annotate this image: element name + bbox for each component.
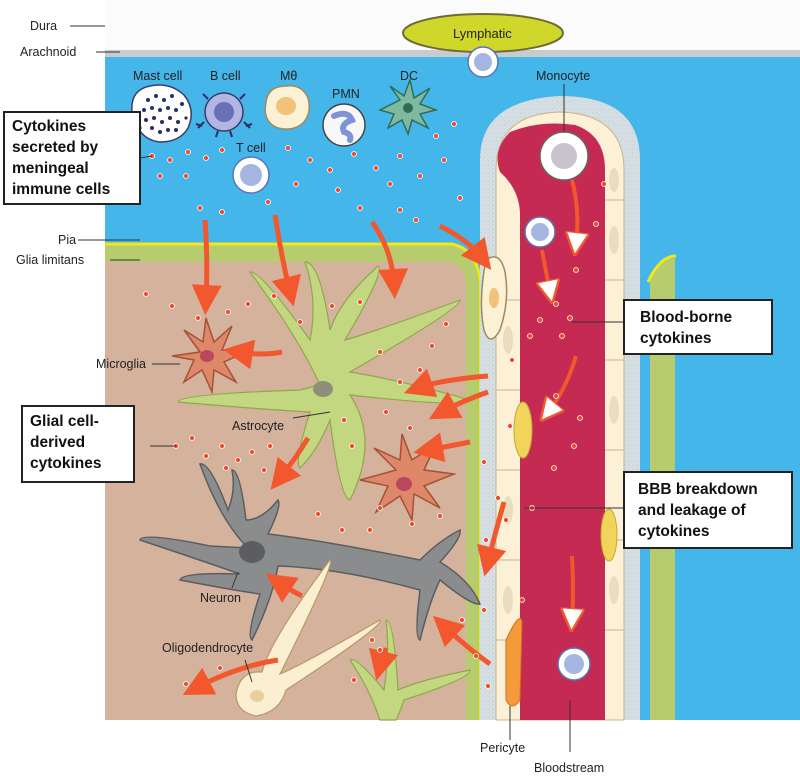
pmn-neutrophil (322, 103, 366, 147)
transmigrating-leukocyte (524, 216, 556, 248)
label-oligodendrocyte: Oligodendrocyte (162, 641, 253, 655)
label-macrophage: Mθ (280, 69, 297, 83)
callout-bbb-breakdown: BBB breakdown and leakage of cytokines (623, 471, 793, 549)
macrophage (264, 85, 311, 130)
monocyte (539, 131, 589, 181)
oligodendrocyte (235, 559, 381, 717)
label-pmn: PMN (332, 87, 360, 101)
label-pericyte: Pericyte (480, 741, 525, 755)
callout-bbb-line: BBB breakdown (638, 481, 758, 498)
label-mast-cell: Mast cell (133, 69, 182, 83)
perivascular-macrophage (480, 256, 508, 340)
label-glia-limitans: Glia limitans (16, 253, 84, 267)
neuron (139, 463, 482, 642)
callout-meningeal-cytokines: Cytokines secreted by meningeal immune c… (3, 111, 141, 205)
cytokine-dots (143, 121, 639, 689)
b-cell (195, 92, 253, 138)
label-bloodstream: Bloodstream (534, 761, 604, 775)
label-dc: DC (400, 69, 418, 83)
label-monocyte: Monocyte (536, 69, 590, 83)
label-lymphatic: Lymphatic (453, 26, 512, 41)
label-pia: Pia (58, 233, 76, 247)
circulating-leukocyte (557, 647, 591, 681)
vessel-arrows (542, 179, 577, 620)
endothelial-cell-yellow (513, 401, 533, 459)
dendritic-cell (377, 77, 439, 137)
label-dura: Dura (30, 19, 57, 33)
label-arachnoid: Arachnoid (20, 45, 76, 59)
callout-glial-line: derived (30, 434, 85, 451)
callout-glial-line: cytokines (30, 455, 102, 472)
callout-glial-line: Glial cell- (30, 413, 99, 430)
callout-meningeal-line: secreted by (12, 139, 99, 156)
pericyte (505, 618, 523, 707)
callout-glial-cytokines: Glial cell- derived cytokines (21, 405, 135, 483)
astrocyte-2 (349, 619, 471, 721)
arachnoid-membrane (105, 50, 800, 57)
leader-lines (70, 25, 624, 752)
label-microglia: Microglia (96, 357, 146, 371)
t-cell (232, 156, 270, 194)
cytokine-arrows (182, 214, 507, 695)
callout-meningeal-line: Cytokines (12, 118, 86, 135)
endothelial-nuclei (503, 168, 619, 614)
label-b-cell: B cell (210, 69, 241, 83)
callout-bbb-line: cytokines (638, 523, 710, 540)
right-pia-line (646, 254, 677, 283)
callout-bbb-line: and leakage of (638, 502, 747, 519)
callout-blood-line: cytokines (640, 330, 712, 347)
callout-blood-borne-cytokines: Blood-borne cytokines (623, 299, 773, 355)
callout-meningeal-line: immune cells (12, 181, 110, 198)
lymphatic-vessel (402, 13, 564, 78)
callout-blood-line: Blood-borne (640, 309, 733, 326)
endothelial-cell-yellow (600, 508, 618, 562)
endothelial-junctions (496, 199, 624, 641)
callout-meningeal-line: meningeal (12, 160, 89, 177)
label-neuron: Neuron (200, 591, 241, 605)
label-t-cell: T cell (236, 141, 266, 155)
label-astrocyte: Astrocyte (232, 419, 284, 433)
mast-cell (131, 84, 192, 143)
